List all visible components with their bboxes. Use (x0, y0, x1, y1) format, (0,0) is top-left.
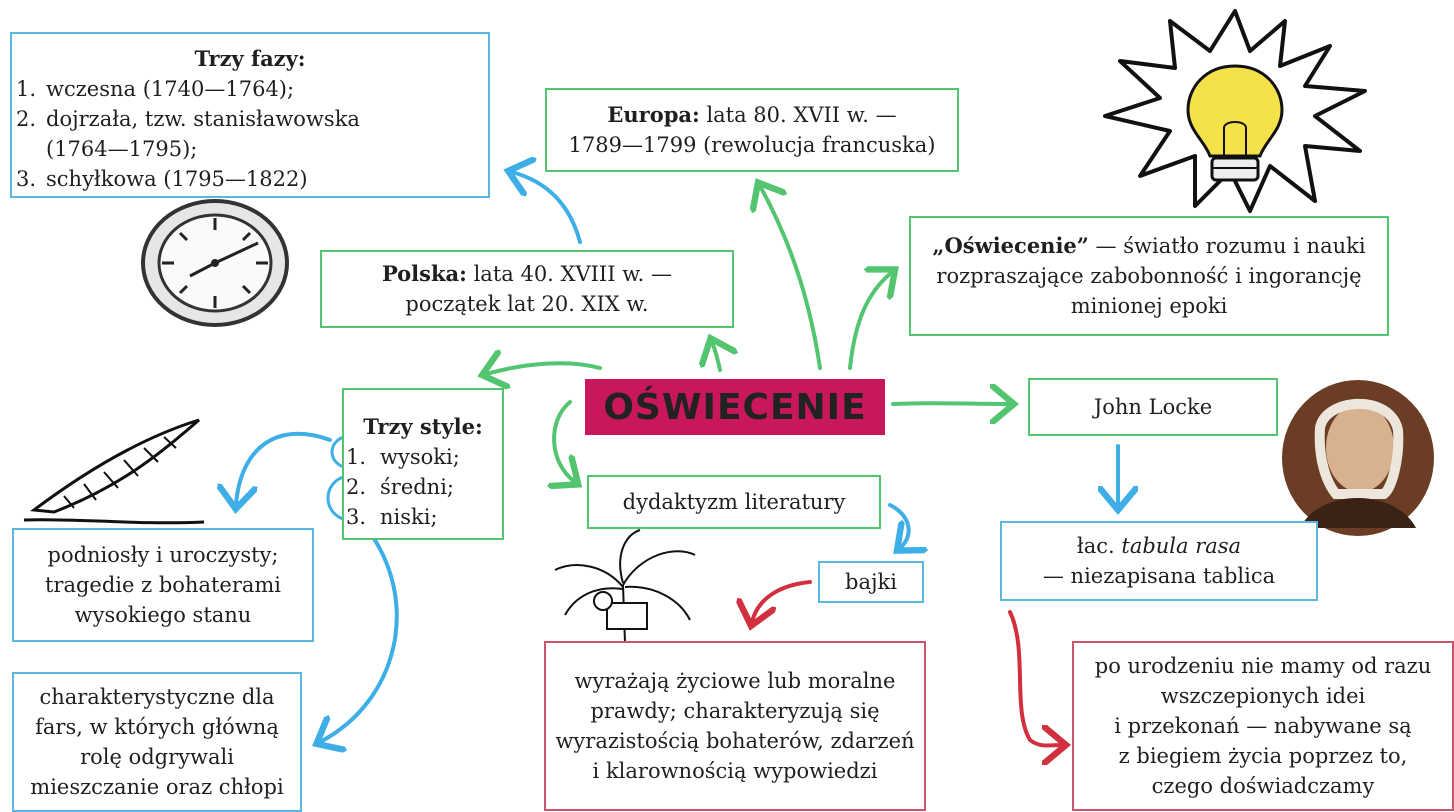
arrow-to-style (486, 363, 602, 374)
arrow-bajki-to-desc (752, 580, 812, 622)
high-style-description: podniosły i uroczysty; tragedie z bohate… (12, 528, 314, 642)
styles-title: Trzy style: (363, 414, 483, 439)
clock-icon (141, 199, 289, 327)
phases-box: Trzy fazy: 1.wczesna (1740—1764); 2.dojr… (10, 32, 490, 198)
central-topic: OŚWIECENIE (585, 379, 885, 435)
phase-item-2-cont: (1764—1795); (46, 137, 198, 161)
quill-icon (23, 418, 205, 525)
tabula-rasa-box: łac. tabula rasa — niezapisana tablica (1000, 521, 1318, 601)
didacticism-box: dydaktyzm literatury (587, 475, 881, 529)
definition-box: „Oświecenie” — światło rozumu i nauki ro… (909, 216, 1389, 336)
fables-description: wyrażają życiowe lub moralne prawdy; cha… (544, 641, 926, 811)
portrait-icon (1282, 380, 1434, 536)
style-item-3: 3.niski; (346, 505, 438, 529)
styles-box: Trzy style: 1.wysoki; 2.średni; 3.niski; (342, 388, 504, 540)
arrow-polska-to-fazy (512, 172, 582, 244)
arrow-to-locke (891, 403, 1010, 404)
locke-box: John Locke (1028, 378, 1278, 436)
style-item-2: 2.średni; (346, 475, 455, 499)
phases-title: Trzy fazy: (194, 46, 306, 71)
poland-label: Polska: (381, 261, 467, 286)
reader-tree-icon (554, 529, 696, 643)
phase-item-1: 1.wczesna (1740—1764); (16, 77, 295, 101)
low-style-description: charakterystyczne dla fars, w których gł… (12, 672, 302, 812)
arrow-niski-to-desc (320, 528, 399, 742)
arrow-to-definition (848, 272, 892, 370)
arrow-to-dydaktyzm (554, 400, 575, 482)
style-item-1: 1.wysoki; (346, 445, 460, 469)
europe-box: Europa: lata 80. XVII w. — 1789—1799 (re… (545, 88, 959, 172)
locke-description: po urodzeniu nie mamy od razu wszczepion… (1072, 641, 1454, 811)
definition-term: „Oświecenie” (932, 233, 1089, 258)
tabula-rasa-term: tabula rasa (1121, 534, 1242, 558)
arrow-dydaktyzm-to-bajki (888, 503, 909, 548)
arrow-wysoki-to-desc (236, 431, 332, 505)
arrow-to-europa (760, 186, 822, 370)
arrow-to-polska (712, 342, 720, 372)
poland-box: Polska: lata 40. XVIII w. — początek lat… (320, 250, 734, 328)
fables-box: bajki (818, 561, 924, 603)
arrow-tabula-to-locke-desc (1008, 610, 1062, 746)
lightbulb-icon (1103, 9, 1367, 213)
phase-item-2: 2.dojrzała, tzw. stanisławowska (16, 107, 360, 131)
europe-label: Europa: (607, 102, 700, 127)
phase-item-3: 3.schyłkowa (1795—1822) (16, 167, 308, 191)
